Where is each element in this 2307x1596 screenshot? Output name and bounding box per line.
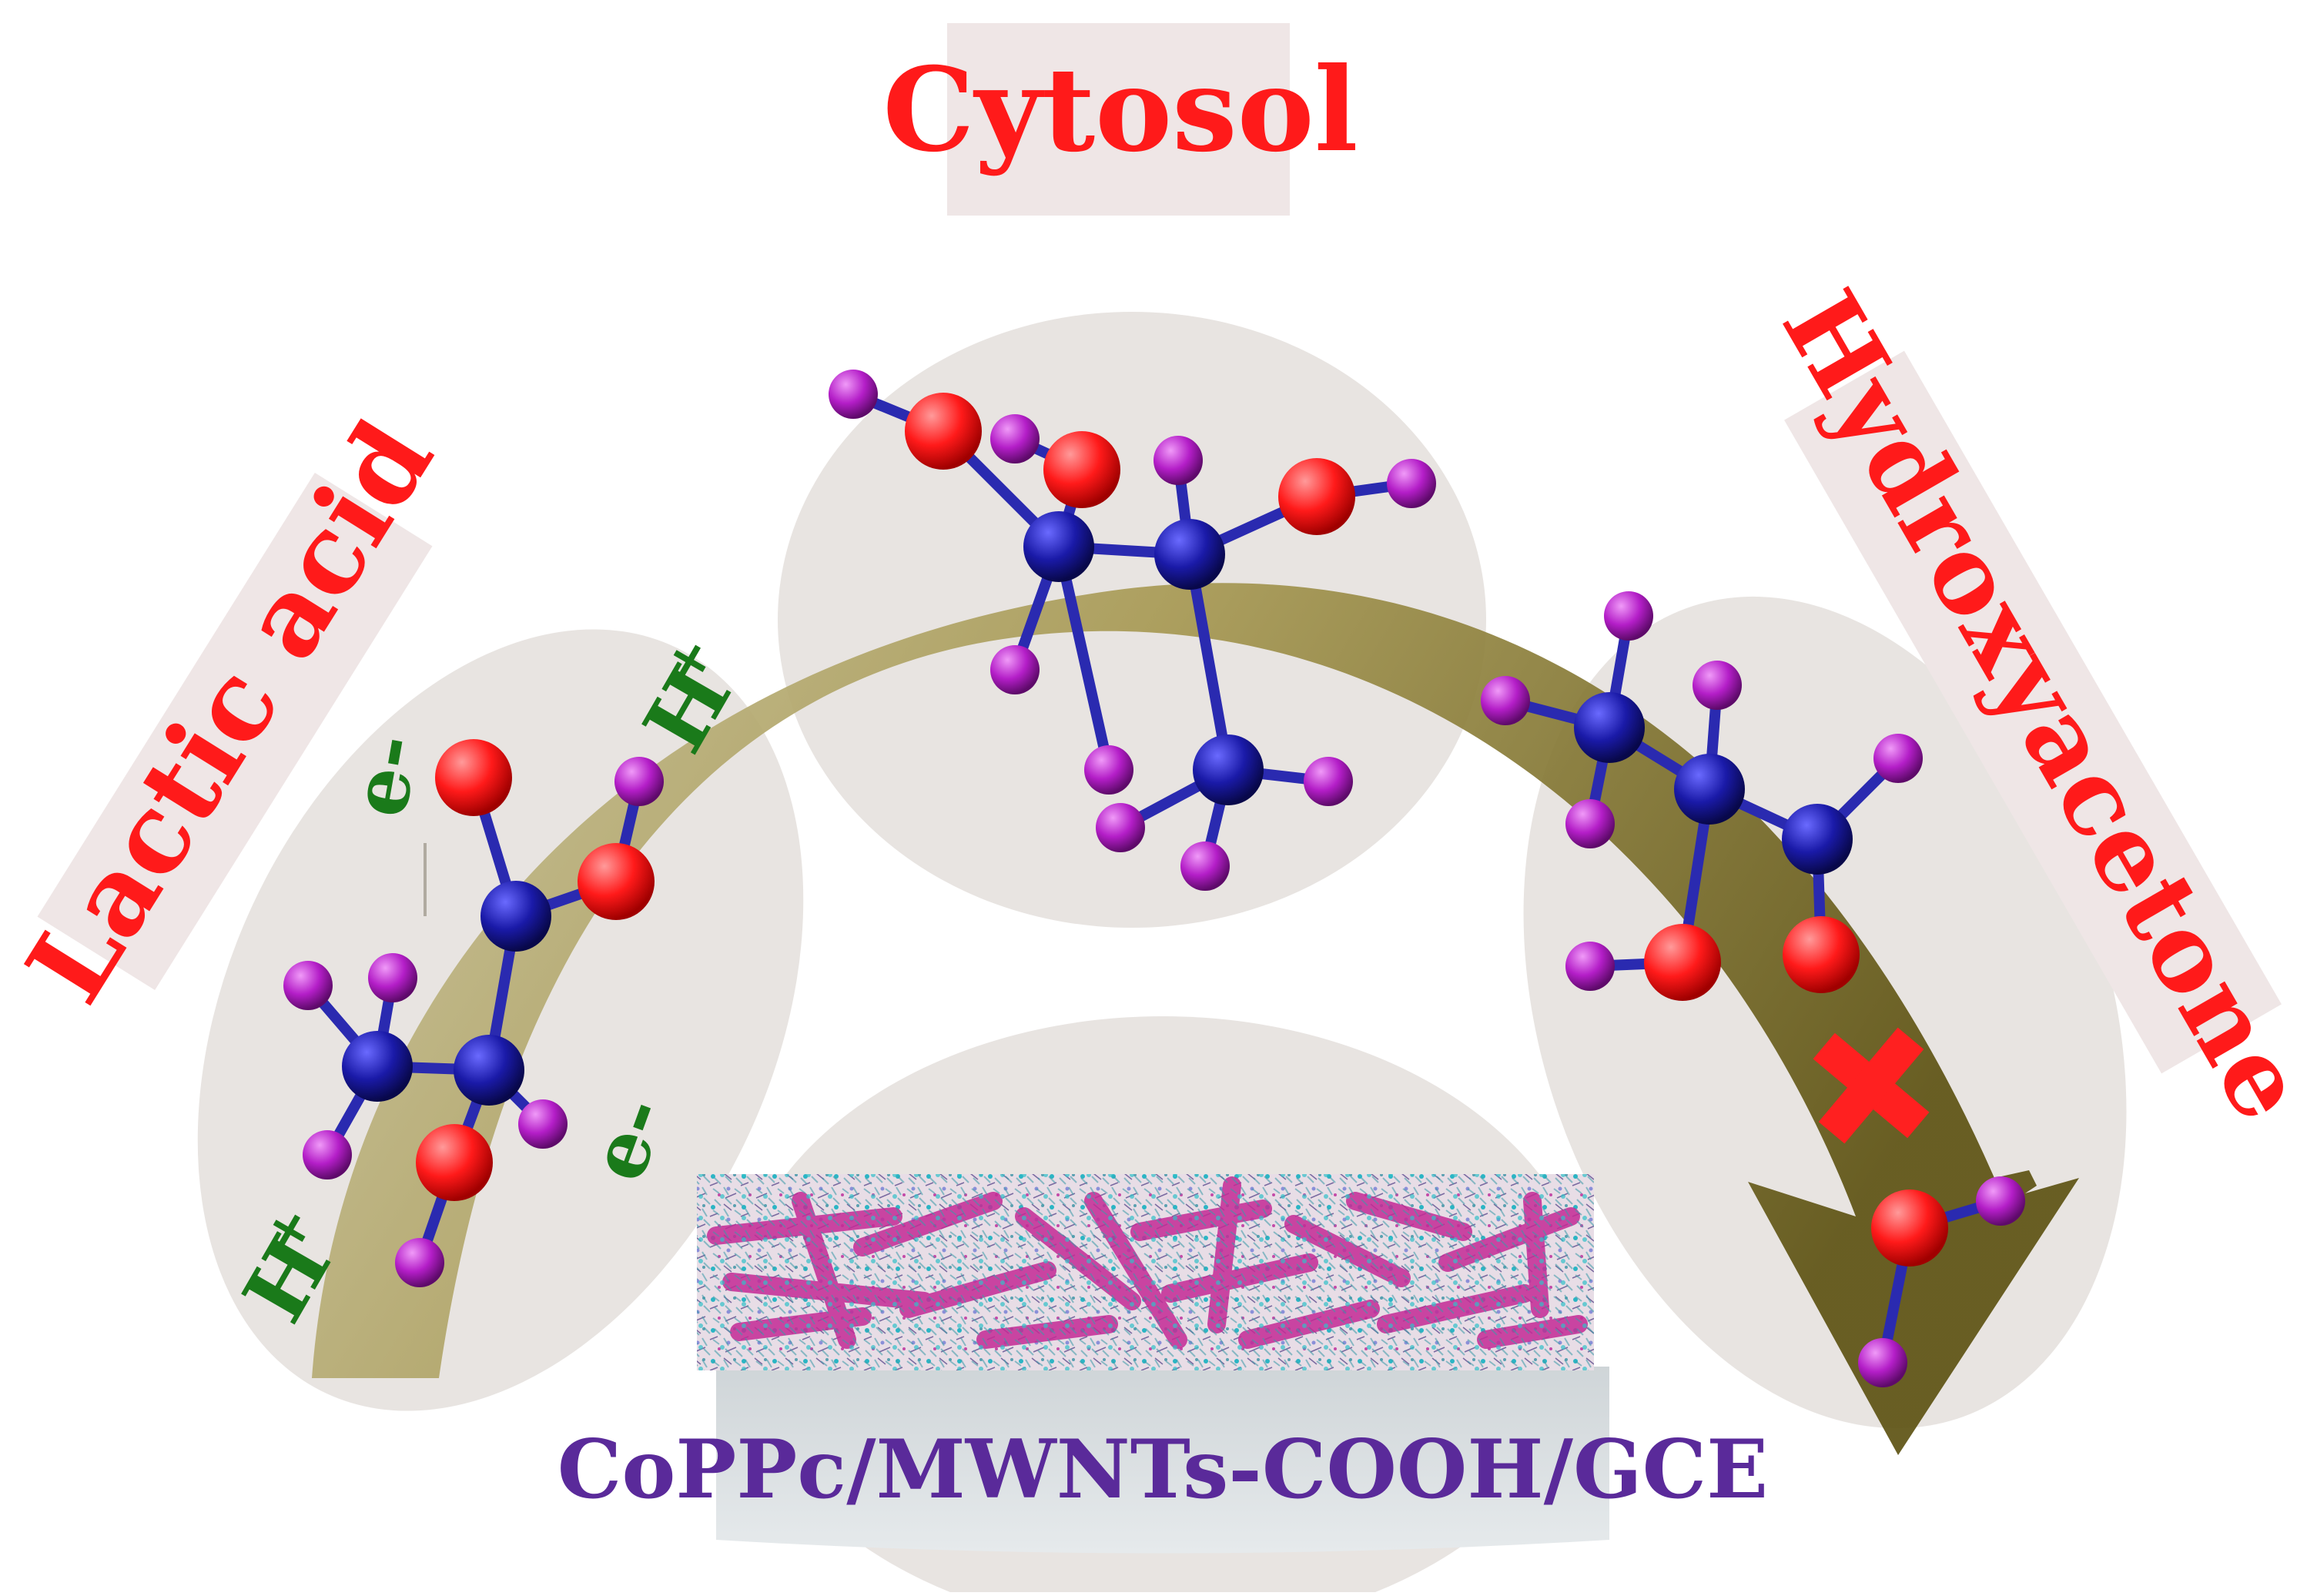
hydrogen-atom [1096,803,1145,852]
hydrogen-atom [1180,841,1230,891]
hydrogen-atom [1565,799,1615,848]
hydrogen-atom [368,953,417,1002]
hydroxyacetone-molecule [1481,591,1923,1001]
hydrogen-atom [1481,676,1530,725]
electrode-label: CoPPc/MWNTs-COOH/GCE [557,1421,1768,1517]
carbon-atom [1674,754,1745,825]
bond [1184,549,1234,775]
oxygen-atom [1644,924,1721,1001]
hydrogen-atom [990,645,1040,694]
hydrogen-atom [1873,734,1923,783]
intermediate-molecule [829,370,1436,891]
hydrogen-atom [1154,436,1203,485]
oxygen-atom [1043,431,1120,508]
hydrogen-atom [1565,942,1615,991]
electron-upper: e- [333,728,436,823]
carbon-atom [454,1035,524,1106]
bond [1053,541,1114,775]
electrode [697,1174,1609,1554]
hydrogen-atom [829,370,878,419]
carbon-atom [1193,734,1264,805]
label-boxes [37,23,2282,1074]
hydrogen-atom [303,1130,352,1179]
hydrogen-atom [518,1099,568,1149]
hydrogen-atom [990,414,1040,463]
cytosol-label: Cytosol [882,42,1358,178]
hydrogen-atom [1693,661,1742,710]
lactic-acid-molecule [283,739,664,1287]
red-cross-icon [1813,1027,1930,1144]
electrode-base [716,1367,1609,1554]
carbon-atom [1023,511,1094,582]
carbon-atom [1574,692,1645,763]
oxygen-atom [1871,1189,1948,1266]
oxygen-atom [1278,458,1355,535]
hydroxyacetone-label-box [1784,350,2282,1074]
oxygen-atom [1783,916,1860,993]
oxygen-atom [905,393,982,470]
oxygen-atom [416,1124,493,1201]
hydrogen-atom [283,961,333,1010]
nanotube-overlay [697,1174,1594,1370]
carbon-atom [1154,519,1225,590]
carbon-atom [1782,804,1853,875]
hydrogen-atom [1084,745,1133,795]
cytosol-label-box [947,23,1290,216]
carbon-atom [480,881,551,952]
carbon-atom [342,1031,413,1102]
lactic-acid-label-box [37,472,433,991]
hydrogen-atom [1604,591,1653,641]
molecules [283,370,2025,1387]
hydrogen-atom [395,1238,444,1287]
hydrogen-atom [614,757,664,806]
hydrogen-atom [1387,459,1436,508]
reaction-arrow [312,583,2079,1456]
hydrogen-atom [1976,1176,2025,1226]
water-molecule [1858,1176,2025,1387]
oxygen-atom [578,843,655,920]
oxygen-atom [435,739,512,816]
hydrogen-atom [1858,1338,1907,1387]
hydrogen-atom [1304,757,1353,806]
